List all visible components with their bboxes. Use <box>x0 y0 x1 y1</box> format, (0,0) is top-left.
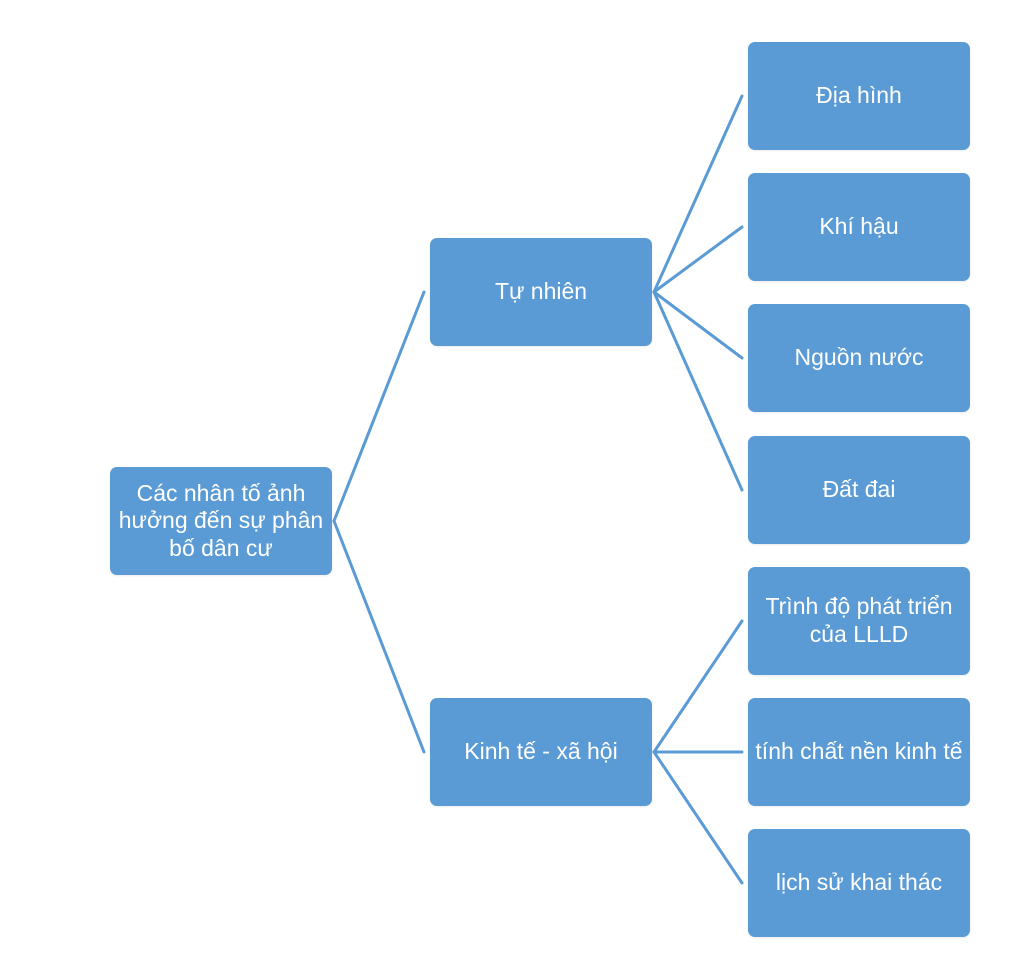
leaf-node-label: Khí hậu <box>819 213 899 240</box>
leaf-node-label: lịch sử khai thác <box>775 869 943 896</box>
connector-ktxh-l6 <box>652 750 744 885</box>
leaf-node-label: Nguồn nước <box>794 344 924 371</box>
root-node: Các nhân tố ảnh hưởng đến sự phân bố dân… <box>110 467 332 575</box>
connector-tn-l1 <box>652 225 744 294</box>
leaf-node-khi-hau: Khí hậu <box>748 173 970 281</box>
leaf-node-label: tính chất nền kinh tế <box>755 738 963 765</box>
branch-node-tu-nhien: Tự nhiên <box>430 238 652 346</box>
leaf-node-dat-dai: Đất đai <box>748 436 970 544</box>
branch-node-label: Tự nhiên <box>494 278 588 305</box>
leaf-node-lich-su-khai-thac: lịch sử khai thác <box>748 829 970 937</box>
leaf-node-trinh-do-phat-trien: Trình độ phát triển của LLLD <box>748 567 970 675</box>
leaf-node-label: Đất đai <box>822 476 896 503</box>
leaf-node-dia-hinh: Địa hình <box>748 42 970 150</box>
connector-ktxh-l4 <box>652 619 744 754</box>
leaf-node-label: Trình độ phát triển của LLLD <box>765 593 953 647</box>
leaf-node-nguon-nuoc: Nguồn nước <box>748 304 970 412</box>
leaf-node-tinh-chat-nen-kinh-te: tính chất nền kinh tế <box>748 698 970 806</box>
root-node-label: Các nhân tố ảnh hưởng đến sự phân bố dân… <box>118 479 324 561</box>
connector-root-tn <box>332 290 426 523</box>
branch-node-kinh-te-xa-hoi: Kinh tế - xã hội <box>430 698 652 806</box>
leaf-node-label: Địa hình <box>816 82 902 109</box>
connector-tn-l3 <box>652 290 744 492</box>
connector-tn-l2 <box>652 290 744 360</box>
connector-root-ktxh <box>332 519 426 754</box>
connector-tn-l0 <box>652 94 744 294</box>
branch-node-label: Kinh tế - xã hội <box>464 738 618 765</box>
